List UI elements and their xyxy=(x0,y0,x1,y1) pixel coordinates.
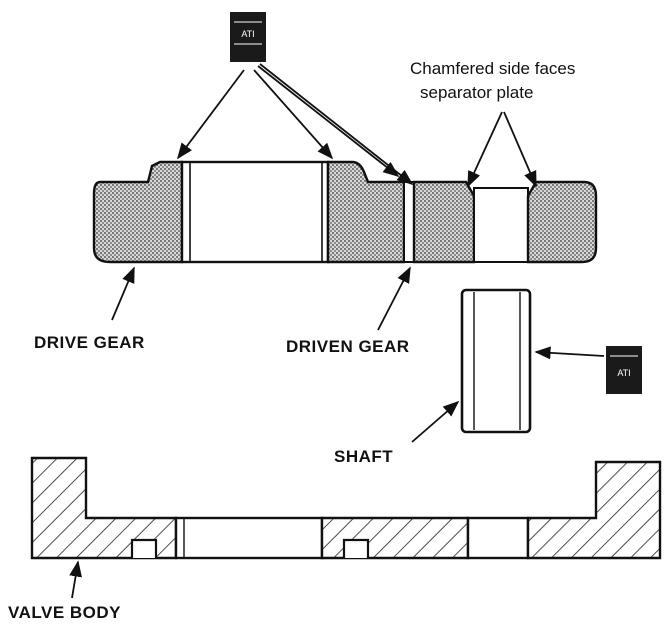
chamfer-note-line2: separator plate xyxy=(420,83,533,102)
valve-body-section-right xyxy=(526,460,662,560)
drive-gear xyxy=(92,160,415,264)
ati-stamp-top-text: ATI xyxy=(241,29,254,39)
driven-gear-section-right xyxy=(526,180,598,264)
drive-gear-bore xyxy=(180,160,330,264)
chamfer-note-line1: Chamfered side faces xyxy=(410,59,575,78)
valve-body-label: VALVE BODY xyxy=(8,603,121,622)
shaft-label: SHAFT xyxy=(334,447,393,466)
arrow-driven-gear-label xyxy=(377,266,411,331)
arrow-valve-body-label xyxy=(69,560,82,599)
driven-gear-bore xyxy=(473,187,529,263)
ati-stamp-top: ATI xyxy=(230,12,266,62)
shaft xyxy=(460,288,532,434)
ati-stamp-right: ATI xyxy=(606,346,642,394)
ati-stamp-right-text: ATI xyxy=(617,368,630,378)
arrow-shaft-label xyxy=(411,400,460,443)
gear-ring-gap xyxy=(403,181,415,263)
arrow-chamfer-right xyxy=(503,111,537,188)
arrow-stamp-to-ring-b xyxy=(259,63,414,186)
drive-gear-section xyxy=(92,160,184,264)
arrow-stamp-to-ring-a xyxy=(257,65,400,178)
shaft-body xyxy=(460,288,532,434)
driven-gear xyxy=(412,180,598,264)
arrow-chamfer-left xyxy=(467,111,503,188)
drive-gear-label: DRIVE GEAR xyxy=(34,333,145,352)
arrow-stamp-to-drive-gear xyxy=(177,69,245,160)
valve-body-bore-left xyxy=(174,516,324,560)
driven-gear-section xyxy=(412,180,476,264)
driven-gear-label: DRIVEN GEAR xyxy=(286,337,410,356)
arrow-stamp-to-drive-gear-step xyxy=(253,69,334,160)
valve-body-bore-right xyxy=(466,516,530,560)
drive-gear-section-right xyxy=(326,160,406,264)
arrow-drive-gear-label xyxy=(111,266,135,321)
leader-arrows xyxy=(69,63,605,599)
arrow-stamp-right-to-shaft xyxy=(534,346,605,360)
valve-body xyxy=(30,456,662,560)
